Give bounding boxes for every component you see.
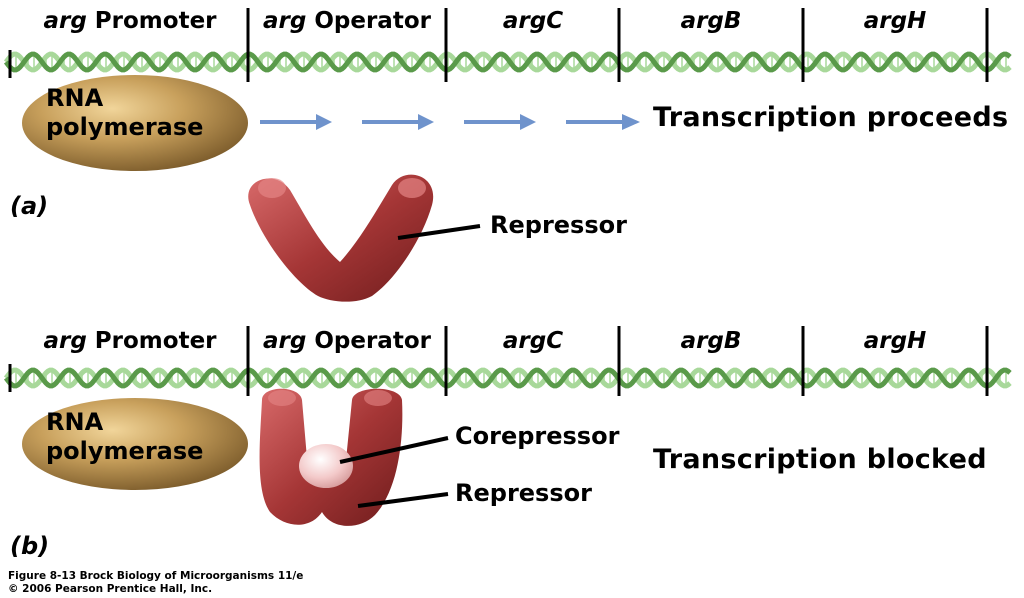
segment-label-operator-top: arg Operator <box>263 8 431 34</box>
corepressor-label: Corepressor <box>455 422 620 450</box>
dna-strand <box>3 367 1012 389</box>
transcription-arrows <box>260 114 640 130</box>
segment-label-argb-top: argB <box>680 8 742 34</box>
repressor-leader-a <box>397 224 481 240</box>
segment-label-promoter-bottom: arg Promoter <box>43 328 217 354</box>
corepressor-leader <box>339 436 449 464</box>
polymerase-label-top: RNA polymerase <box>46 84 203 142</box>
polymerase-line2-top: polymerase <box>46 113 204 141</box>
polymerase-label-bottom: RNA polymerase <box>46 408 203 466</box>
panel-label-b: (b) <box>10 532 50 560</box>
segment-label-argb-bottom: argB <box>680 328 742 354</box>
repressor-label-a: Repressor <box>490 211 627 239</box>
segment-label-argh-bottom: argH <box>863 328 927 354</box>
polymerase-line2-bottom: polymerase <box>46 437 204 465</box>
segment-label-promoter-top: arg Promoter <box>43 8 217 34</box>
repressor-leader-b <box>357 492 449 508</box>
repressor-free <box>248 174 434 302</box>
polymerase-line1-top: RNA <box>46 84 104 112</box>
repressor-label-b: Repressor <box>455 479 592 507</box>
segment-label-argh-top: argH <box>863 8 927 34</box>
figure-credit: Figure 8-13 Brock Biology of Microorgani… <box>8 570 303 596</box>
panel-label-a: (a) <box>10 192 49 220</box>
rna-polymerase-bottom <box>22 398 248 490</box>
repressor-bound <box>259 388 403 526</box>
status-transcription-proceeds: Transcription proceeds <box>653 102 1009 133</box>
dna-strand <box>3 51 1012 73</box>
segment-label-argc-top: argC <box>502 8 564 34</box>
status-transcription-blocked: Transcription blocked <box>653 444 987 475</box>
dna-strand <box>3 51 1012 73</box>
segment-dividers-bottom <box>8 326 989 396</box>
dna-helix-top <box>3 51 1012 73</box>
rna-polymerase-top <box>22 75 248 171</box>
polymerase-line1-bottom: RNA <box>46 408 104 436</box>
segment-dividers-top <box>8 8 989 82</box>
dna-strand <box>3 367 1012 389</box>
credit-line1: Figure 8-13 Brock Biology of Microorgani… <box>8 570 304 582</box>
segment-label-argc-bottom: argC <box>502 328 564 354</box>
dna-helix-bottom <box>3 367 1012 389</box>
corepressor-molecule <box>299 444 353 488</box>
segment-label-operator-bottom: arg Operator <box>263 328 431 354</box>
credit-line2: © 2006 Pearson Prentice Hall, Inc. <box>8 583 213 595</box>
